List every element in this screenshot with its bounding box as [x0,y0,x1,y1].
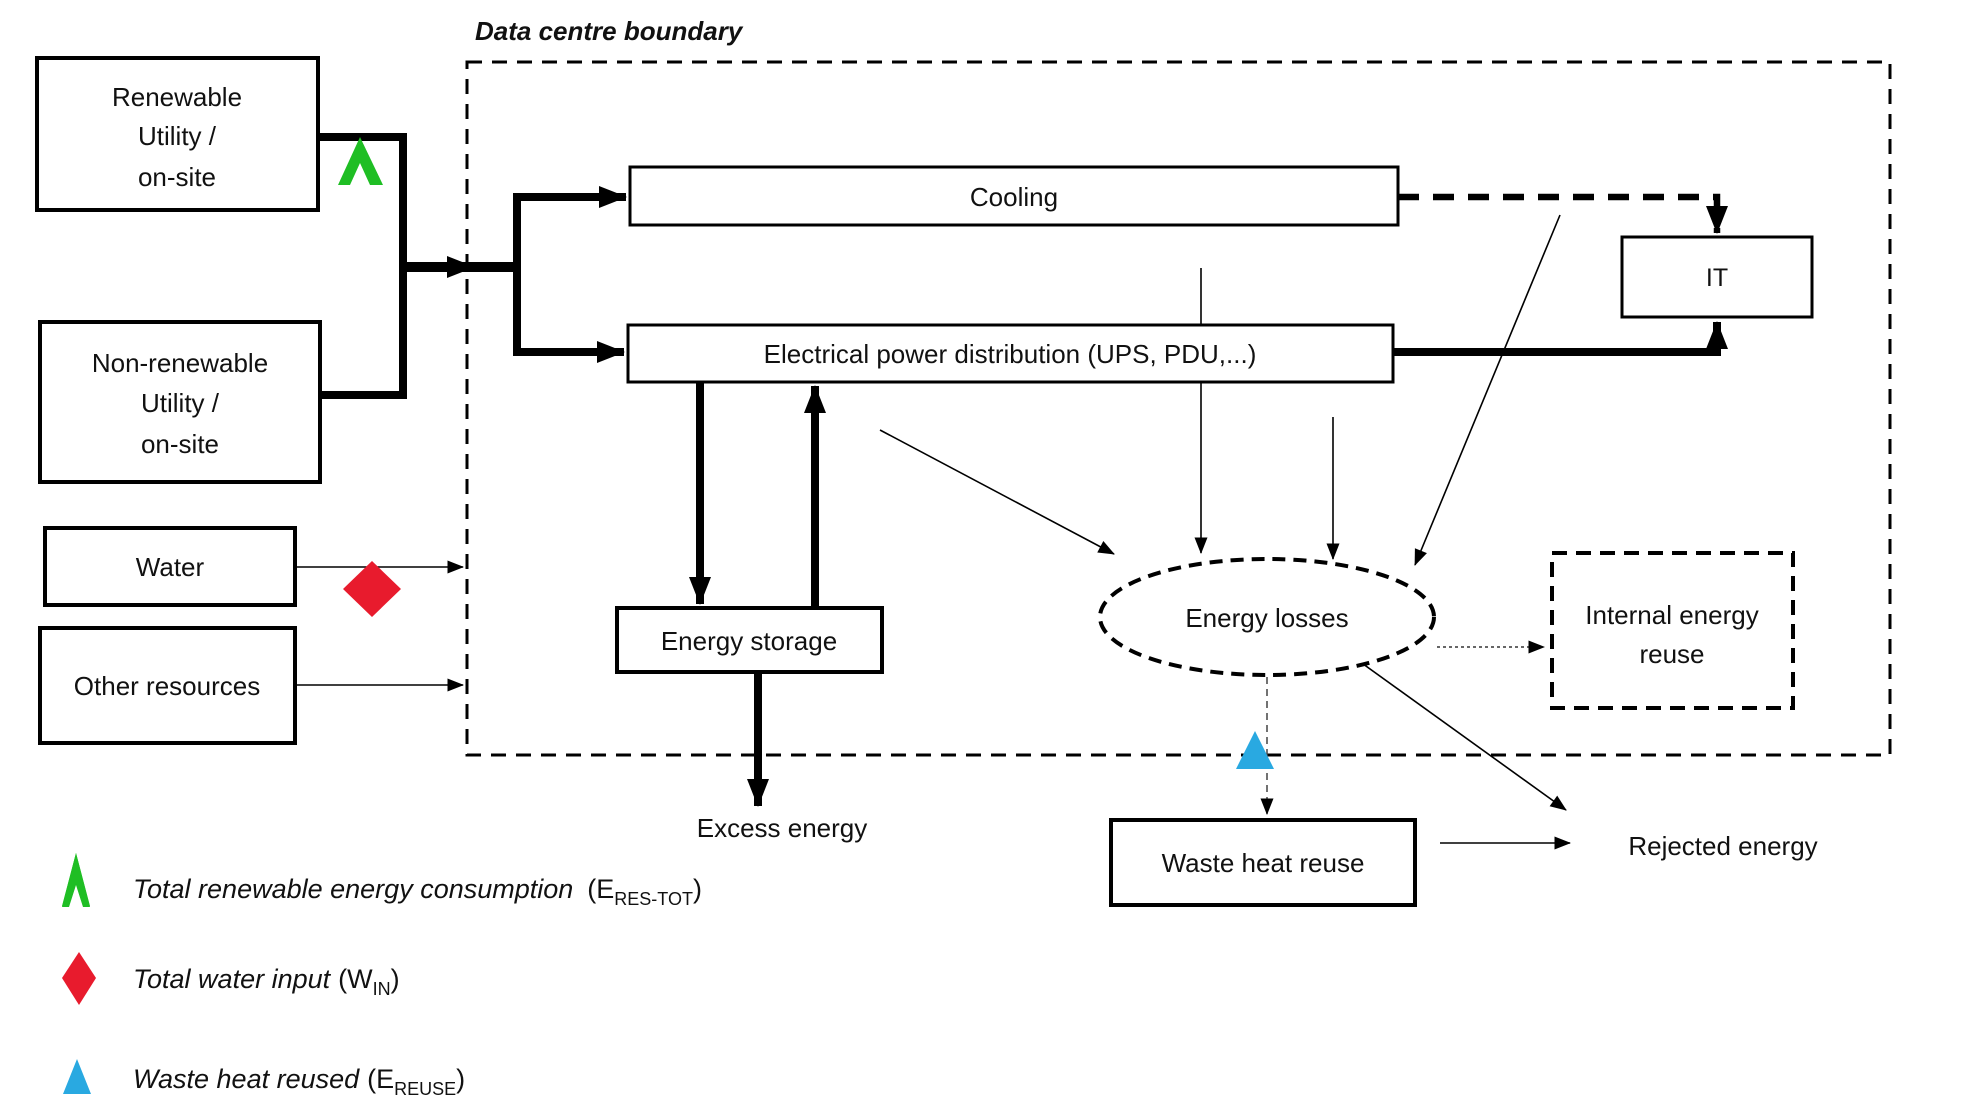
legend-item-renewable: Total renewable energy consumption (ERES-… [133,874,702,909]
legend-water-formula-pre: (W [338,964,373,994]
legend-item-water: Total water input(WIN) [133,964,400,999]
cooling-to-it-dashed-arrow [1398,193,1728,234]
blue-triangle-icon [1236,731,1274,769]
power-distribution-to-it-arrow [1393,321,1728,356]
water-box [43,526,297,607]
loss-arrow-from-it [1414,214,1561,566]
power-distribution-box [626,323,1395,384]
other-resources-label: Other resources [74,671,260,701]
legend-red-diamond-icon [62,952,96,1005]
legend-waste-heat-formula-sub: REUSE [394,1079,456,1099]
it-label: IT [1706,264,1728,292]
other-resources-box [38,626,297,745]
legend-water-formula-sub: IN [373,979,391,999]
legend-water-formula-post: ) [391,964,400,994]
legend-waste-heat-text: Waste heat reused [133,1064,360,1094]
energy-storage-label: Energy storage [661,626,837,656]
waste-heat-reuse-label: Waste heat reuse [1162,848,1365,878]
rejected-energy-label: Rejected energy [1628,831,1817,861]
losses-to-rejected-arrow [1351,655,1567,811]
energy-storage-box [615,606,884,674]
energy-losses-label: Energy losses [1185,603,1348,633]
renewable-utility-box [35,56,320,212]
legend-waste-heat-formula-pre: (E [367,1064,394,1094]
renewable-label-line3: on-site [138,162,216,192]
power-distribution-label: Electrical power distribution (UPS, PDU,… [764,339,1257,369]
green-chevron-up-icon [338,137,383,185]
data-centre-boundary-box [465,60,1892,757]
loss-arrow-from-power-distribution [879,429,1115,555]
legend-waste-heat-formula-post: ) [456,1064,465,1094]
cooling-box [628,165,1400,227]
non-renewable-label-line2: Utility / [141,388,220,418]
internal-energy-reuse-box [1550,551,1795,710]
internal-energy-reuse-label-line1: Internal energy [1585,600,1758,630]
legend-renewable-text: Total renewable energy consumption [133,874,573,904]
renewable-label-line2: Utility / [138,121,217,151]
non-renewable-label-line1: Non-renewable [92,348,268,378]
energy-losses-ellipse [1098,557,1436,677]
cooling-label: Cooling [970,182,1058,212]
legend-renewable-formula-post: ) [693,874,702,904]
data-centre-boundary-title: Data centre boundary [475,16,744,46]
legend-item-waste-heat: Waste heat reused(EREUSE) [133,1064,465,1099]
non-renewable-label-line3: on-site [141,429,219,459]
waste-heat-reuse-box [1109,818,1417,907]
water-label: Water [136,552,205,582]
legend-green-chevron-up-icon-fill [62,853,90,906]
red-diamond-icon [343,561,401,617]
internal-energy-reuse-label-line2: reuse [1639,639,1704,669]
excess-energy-label: Excess energy [697,813,868,843]
legend-renewable-formula-sub: RES-TOT [614,889,693,909]
non-renewable-utility-box [38,320,322,484]
legend-water-text: Total water input [133,964,332,994]
legend-blue-triangle-icon [63,1059,91,1094]
it-box [1620,235,1814,319]
renewable-label-line1: Renewable [112,82,242,112]
legend-renewable-formula-pre: (E [587,874,614,904]
